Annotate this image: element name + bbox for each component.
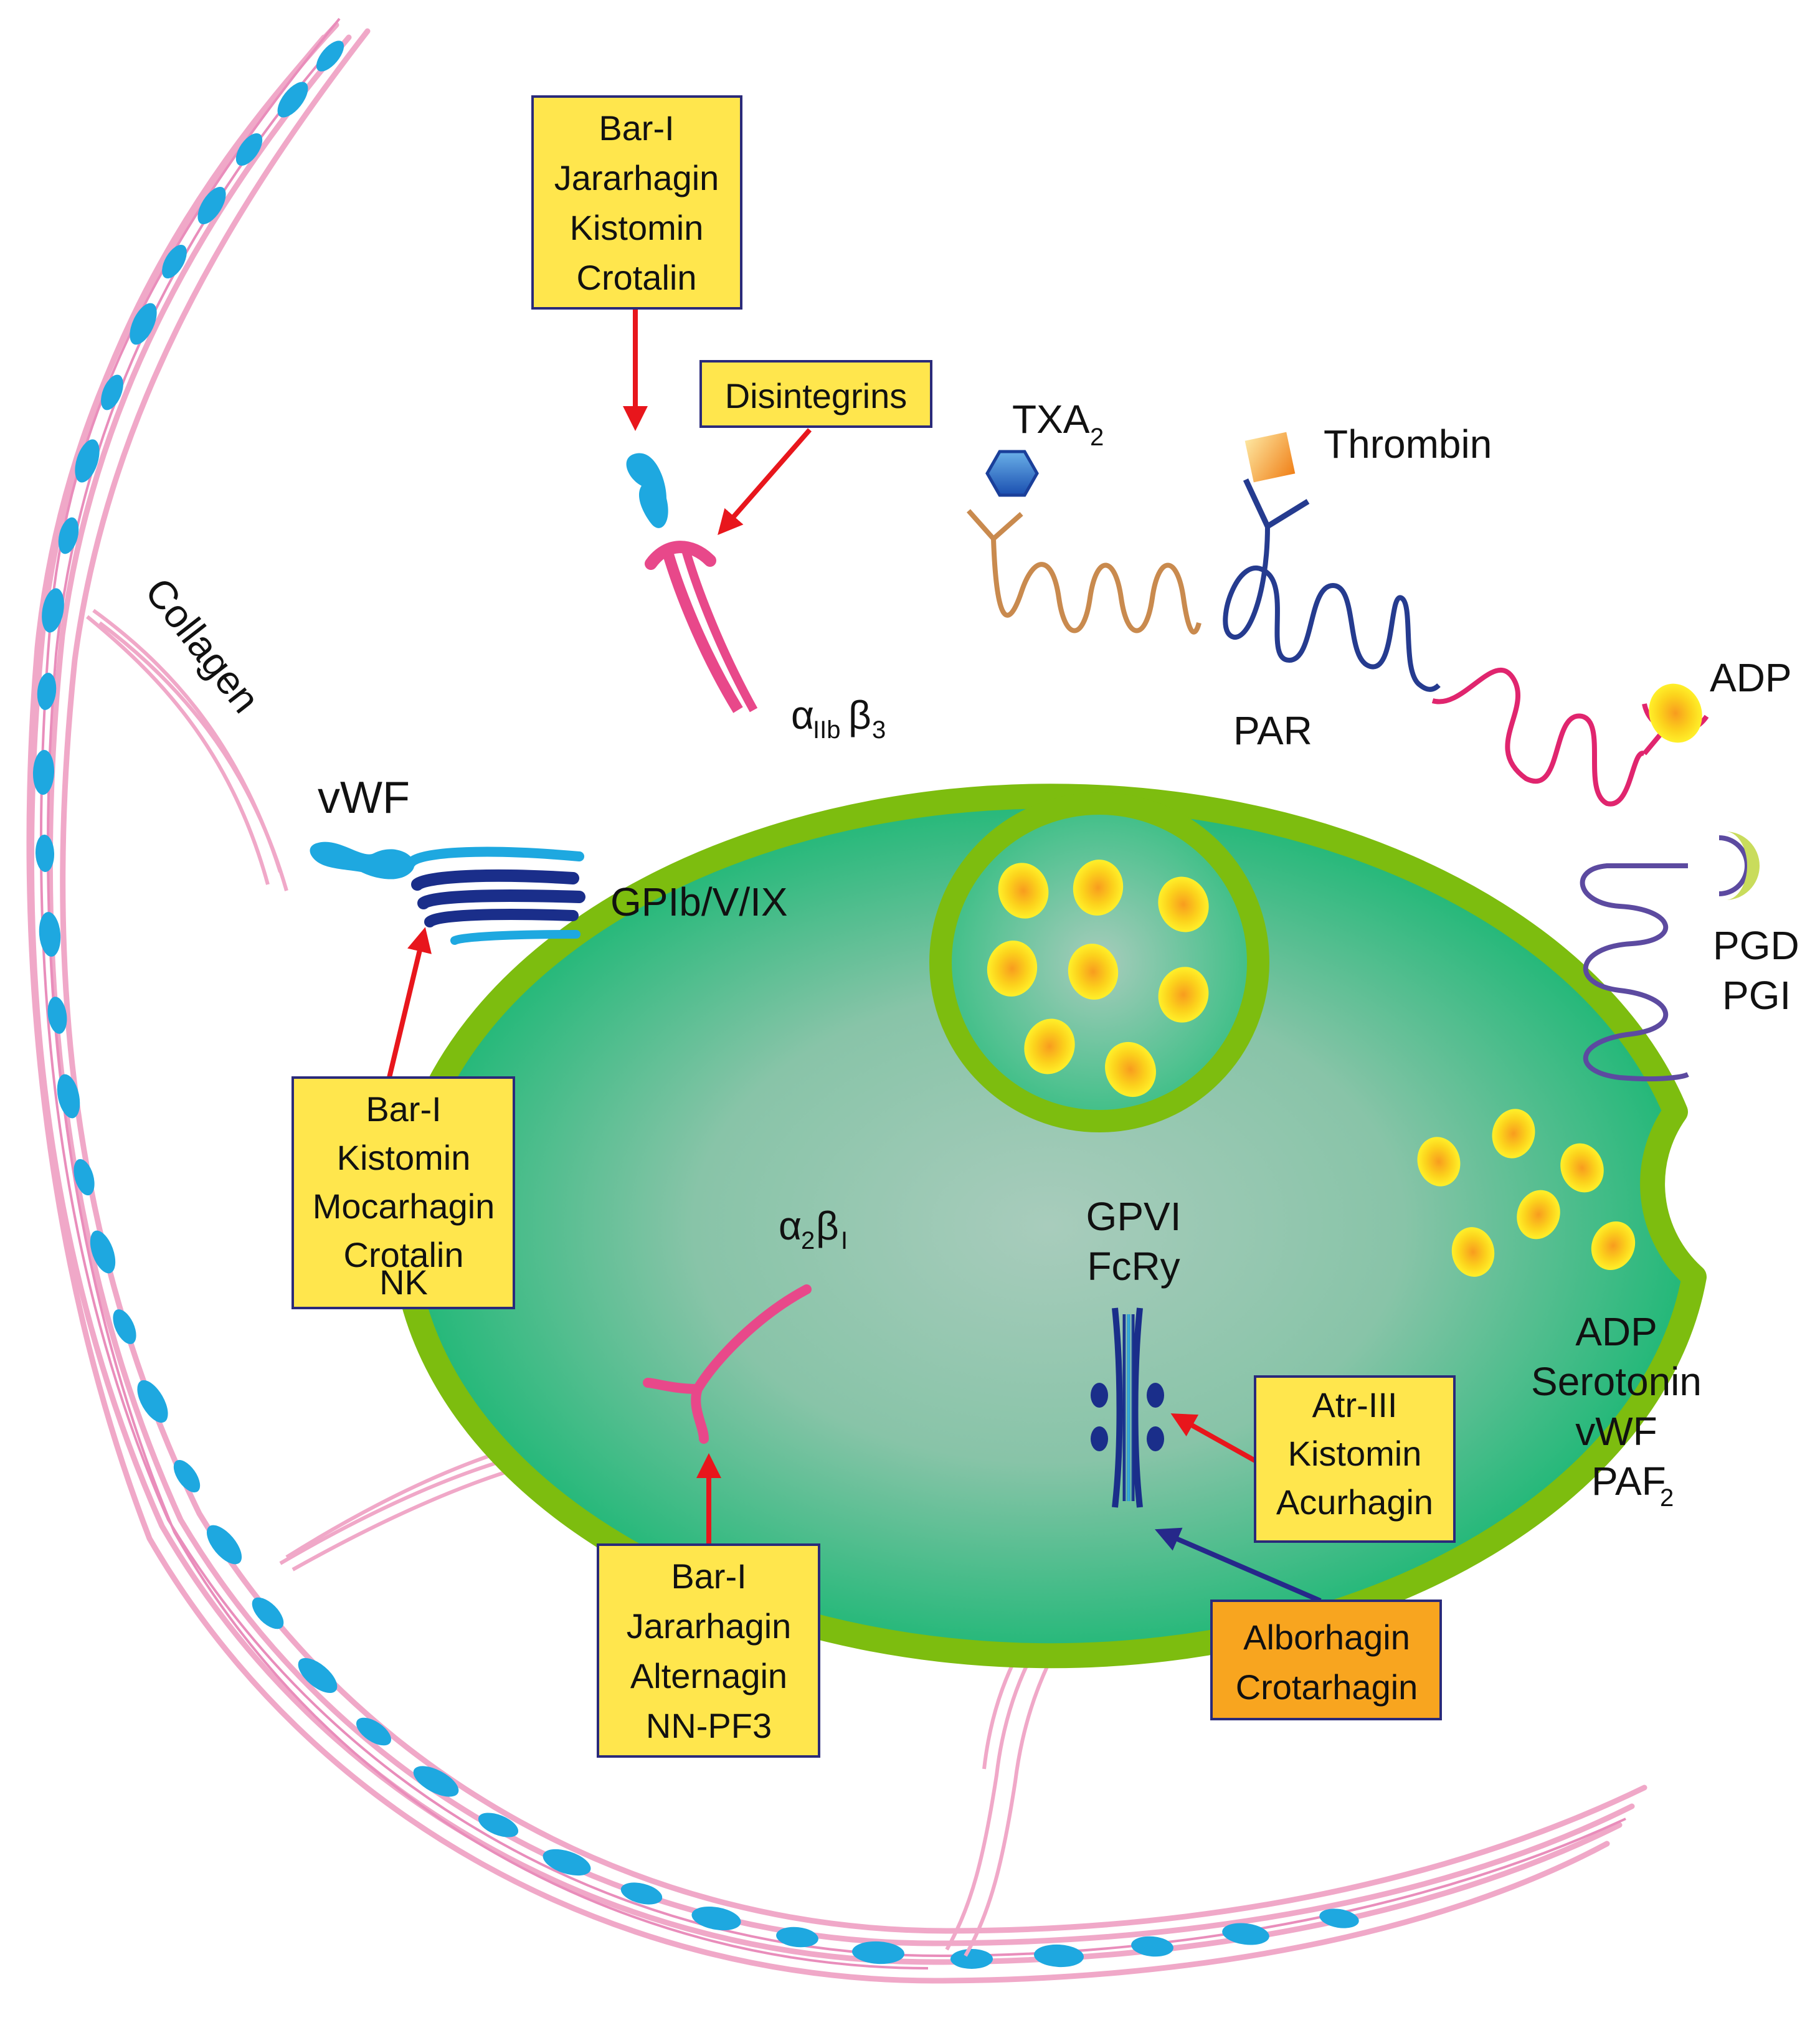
par-label: PAR bbox=[1233, 708, 1312, 753]
a2-b1-label: α 2 β I bbox=[779, 1203, 848, 1254]
svg-text:PAF: PAF bbox=[1591, 1459, 1666, 1504]
box-top-line-2: Jararhagin bbox=[554, 158, 719, 197]
box-gpvi-inhibitors-line-3: Acurhagin bbox=[1276, 1482, 1433, 1522]
arrow-gpvi-inhibitors bbox=[1170, 1413, 1256, 1463]
box-left-line-4: Crotalin bbox=[344, 1235, 464, 1274]
box-gpvi-inhibitors-line-2: Kistomin bbox=[1288, 1434, 1422, 1473]
released-granules bbox=[1417, 1109, 1636, 1277]
box-gpvi-inhibitors-line-1: Atr-III bbox=[1312, 1385, 1398, 1424]
svg-text:ADP: ADP bbox=[1575, 1309, 1657, 1354]
box-bottom: Bar-I Jararhagin Alternagin NN-PF3 bbox=[597, 1543, 820, 1758]
svg-text:I: I bbox=[841, 1227, 848, 1254]
collagen-label: Collagen bbox=[136, 569, 268, 721]
box-disintegrins: Disintegrins bbox=[699, 360, 932, 428]
fcry-label: FcRy bbox=[1087, 1244, 1180, 1289]
box-gpvi-activators-line-1: Alborhagin bbox=[1243, 1618, 1410, 1657]
box-top-line-3: Kistomin bbox=[570, 208, 704, 247]
svg-text:vWF: vWF bbox=[1575, 1409, 1657, 1454]
arrow-gpvi-activators bbox=[1154, 1527, 1322, 1603]
svg-text:β: β bbox=[848, 693, 871, 737]
pgi-label: PGI bbox=[1722, 973, 1791, 1018]
svg-text:α: α bbox=[791, 693, 814, 737]
arrow-disintegrins bbox=[718, 428, 812, 536]
svg-text:TXA: TXA bbox=[1012, 397, 1090, 442]
box-disintegrins-line-1: Disintegrins bbox=[725, 376, 908, 415]
svg-text:2: 2 bbox=[1660, 1484, 1674, 1512]
svg-text:IIb: IIb bbox=[813, 716, 840, 744]
svg-text:2: 2 bbox=[1090, 424, 1104, 451]
box-gpvi-inhibitors: Atr-III Kistomin Acurhagin bbox=[1254, 1375, 1456, 1543]
vwf-label: vWF bbox=[318, 773, 410, 823]
box-top: Bar-I Jararhagin Kistomin Crotalin bbox=[531, 95, 742, 310]
box-left-line-1: Bar-I bbox=[366, 1089, 441, 1129]
gpvi-label: GPVI bbox=[1086, 1194, 1182, 1239]
box-top-line-4: Crotalin bbox=[577, 258, 697, 297]
adp-label: ADP bbox=[1710, 655, 1792, 700]
arrow-left-box bbox=[387, 927, 432, 1078]
gpib-v-ix-complex bbox=[406, 846, 585, 945]
vwf-ligand-blob bbox=[310, 841, 415, 879]
aiib-ligand-blob bbox=[626, 453, 668, 528]
gpib-label: GPIb/V/IX bbox=[610, 879, 788, 924]
adp-ball-icon bbox=[1649, 683, 1702, 743]
txa2-hexagon-icon bbox=[985, 450, 1039, 497]
box-bottom-line-4: NN-PF3 bbox=[646, 1706, 772, 1745]
svg-text:β: β bbox=[816, 1203, 839, 1248]
box-left: Bar-I Kistomin Mocarhagin Crotalin NK bbox=[291, 1076, 515, 1309]
box-gpvi-activators-line-2: Crotarhagin bbox=[1236, 1667, 1418, 1707]
box-left-line-2: Kistomin bbox=[337, 1138, 471, 1177]
arrows bbox=[387, 308, 1322, 1603]
box-left-line-5: NK bbox=[379, 1263, 428, 1302]
a2-b1-integrin bbox=[643, 1284, 812, 1444]
thrombin-square-icon bbox=[1244, 432, 1296, 483]
aiib-b3-label: α IIb β 3 bbox=[791, 693, 886, 744]
svg-text:α: α bbox=[779, 1203, 802, 1248]
box-bottom-line-2: Jararhagin bbox=[627, 1606, 792, 1646]
svg-text:3: 3 bbox=[872, 716, 886, 744]
dense-granule bbox=[929, 792, 1269, 1132]
par-receptor bbox=[1223, 432, 1441, 692]
box-left-line-3: Mocarhagin bbox=[313, 1187, 495, 1226]
box-gpvi-activators: Alborhagin Crotarhagin bbox=[1210, 1600, 1442, 1720]
thrombin-label: Thrombin bbox=[1324, 422, 1492, 467]
box-top-line-1: Bar-I bbox=[599, 108, 674, 148]
pg-receptor bbox=[1580, 832, 1760, 1082]
adp-receptor bbox=[1431, 667, 1709, 807]
gpvi-fcry-complex bbox=[1091, 1307, 1164, 1508]
txa2-receptor bbox=[967, 450, 1201, 635]
pg-crescent-icon bbox=[1725, 832, 1760, 900]
pgd-label: PGD bbox=[1713, 923, 1799, 968]
released-substances-label: ADP Serotonin vWF PAF 2 bbox=[1531, 1309, 1702, 1512]
box-bottom-line-1: Bar-I bbox=[671, 1557, 746, 1596]
box-bottom-line-3: Alternagin bbox=[630, 1656, 787, 1695]
txa2-label: TXA 2 bbox=[1012, 397, 1104, 451]
aiib-b3-integrin bbox=[645, 541, 758, 713]
svg-text:2: 2 bbox=[801, 1227, 815, 1254]
collagen-fibre bbox=[26, 17, 1647, 1984]
svg-text:Serotonin: Serotonin bbox=[1531, 1359, 1702, 1404]
